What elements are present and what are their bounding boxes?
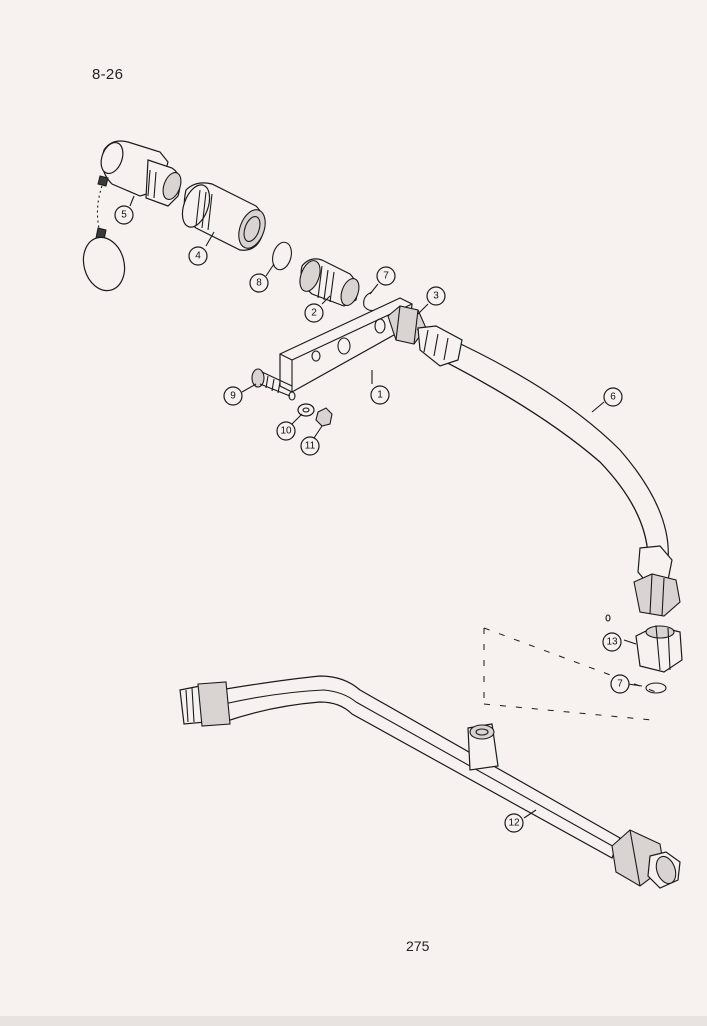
part-2-adapter [299,258,360,307]
callout-1-label: 1 [377,390,383,401]
callout-4-label: 4 [195,251,201,262]
callout-5-label: 5 [121,210,127,221]
callout-2-label: 2 [311,308,317,319]
callout-7-upper: 7 [376,266,396,286]
callout-10: 10 [276,421,296,441]
callout-1: 1 [370,385,390,405]
part-12-tube-assembly [179,675,681,889]
callout-4: 4 [188,246,208,266]
callout-3: 3 [426,286,446,306]
callout-13: 13 [602,632,622,652]
part-10-washer [297,403,315,417]
callout-8-label: 8 [256,278,262,289]
callout-9: 9 [223,386,243,406]
part-4-sleeve [181,182,266,251]
callout-7-lower-label: 7 [617,679,623,690]
callout-12: 12 [504,813,524,833]
part-7-snap-ring-upper [363,291,377,312]
part-9-bolt [251,368,293,397]
part-13-swivel-nut [605,614,683,673]
part-8-o-ring [272,241,292,271]
callout-6: 6 [603,387,623,407]
callout-12-label: 12 [508,818,520,829]
page-number: 275 [406,938,430,954]
callout-10-label: 10 [280,426,292,437]
part-11-nut [315,407,333,427]
callout-7-upper-label: 7 [383,271,389,282]
part-6-hose [416,325,681,617]
callout-5: 5 [114,205,134,225]
callout-2: 2 [304,303,324,323]
callout-3-label: 3 [433,291,439,302]
callout-11: 11 [300,436,320,456]
callout-9-label: 9 [230,391,236,402]
callout-6-label: 6 [610,392,616,403]
part-7-o-ring-lower [645,682,667,694]
part-5-quick-coupler [82,140,182,292]
callout-7-lower: 7 [610,674,630,694]
page-label: 8-26 [92,66,124,83]
callout-8: 8 [249,273,269,293]
callout-13-label: 13 [606,637,618,648]
callout-11-label: 11 [305,441,316,452]
callout-leaders [129,195,643,819]
scan-edge [0,1016,707,1026]
